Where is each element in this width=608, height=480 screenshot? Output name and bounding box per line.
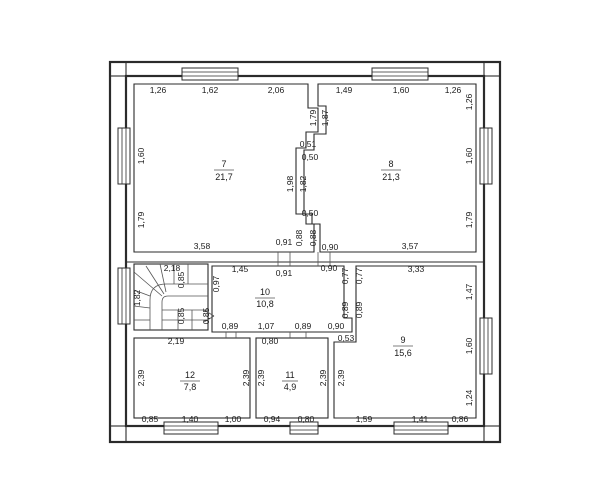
window-right [479, 127, 493, 185]
room-11-label: 11 4,9 [282, 370, 298, 392]
interior-walls [126, 83, 484, 419]
room-10-label: 10 10,8 [255, 287, 275, 309]
dim-label: 1,00 [225, 414, 242, 424]
dim-label: 0,85 [142, 414, 159, 424]
window-left [117, 127, 131, 185]
room-12-label: 12 7,8 [180, 370, 200, 392]
dim-label: 0,50 [302, 152, 319, 162]
dim-label: 0,80 [262, 336, 279, 346]
room-12-area: 7,8 [184, 382, 197, 392]
dim-label: 0,88 [308, 229, 318, 246]
dim-label: 1,40 [182, 414, 199, 424]
room-7-label: 7 21,7 [214, 159, 234, 182]
dimension-labels: 1,26 1,62 2,06 1,60 1,79 3,58 1,49 1,60 … [132, 85, 474, 424]
dim-label: 0,90 [321, 263, 338, 273]
dim-label: 0,77 [354, 267, 364, 284]
dim-label: 2,39 [136, 369, 146, 386]
dim-label: 0,90 [328, 321, 345, 331]
room-8-label: 8 21,3 [381, 159, 401, 182]
window-bottom-left [163, 421, 219, 435]
room-labels: 7 21,7 8 21,3 9 15,6 10 10,8 11 4,9 12 7… [180, 159, 413, 392]
dim-label: 2,39 [241, 369, 251, 386]
dim-label: 0,89 [295, 321, 312, 331]
dim-label: 0,50 [302, 208, 319, 218]
window-top-right [371, 67, 429, 81]
dim-label: 0,97 [211, 275, 221, 292]
room-8-number: 8 [388, 159, 393, 169]
dim-label: 3,57 [402, 241, 419, 251]
dim-label: 0,85 [176, 307, 186, 324]
dim-label: 1,60 [393, 85, 410, 95]
room-8-area: 21,3 [382, 172, 400, 182]
dim-label: 1,60 [464, 337, 474, 354]
dim-label: 1,82 [298, 175, 308, 192]
room-10-area: 10,8 [256, 299, 274, 309]
dim-label: 0,89 [340, 301, 350, 318]
dim-label: 0,86 [452, 414, 469, 424]
window-bottom-right [393, 421, 449, 435]
dim-label: 1,79 [136, 211, 146, 228]
dim-label: 1,59 [356, 414, 373, 424]
room-12-number: 12 [185, 370, 195, 380]
room-9-number: 9 [400, 335, 405, 345]
room-7-area: 21,7 [215, 172, 233, 182]
window-right-lower [479, 317, 493, 375]
dim-label: 2,06 [268, 85, 285, 95]
window-left-stair [117, 267, 131, 325]
dim-label: 1,79 [464, 211, 474, 228]
dim-label: 2,39 [336, 369, 346, 386]
room-9-area: 15,6 [394, 348, 412, 358]
window-top-left [181, 67, 239, 81]
dim-label: 0,90 [322, 242, 339, 252]
dim-label: 1,79 [308, 109, 318, 126]
staircase [133, 263, 215, 330]
dim-label: 0,53 [338, 333, 355, 343]
dim-label: 1,98 [285, 175, 295, 192]
dim-label: 2,39 [318, 369, 328, 386]
dim-label: 1,26 [445, 85, 462, 95]
dim-label: 1,47 [464, 283, 474, 300]
dim-label: 3,58 [194, 241, 211, 251]
room-11-area: 4,9 [284, 382, 297, 392]
room-11-number: 11 [285, 370, 294, 380]
dim-label: 2,39 [256, 369, 266, 386]
dim-label: 0,91 [276, 237, 293, 247]
room-7-number: 7 [221, 159, 226, 169]
dim-label: 1,49 [336, 85, 353, 95]
dim-label: 0,88 [294, 229, 304, 246]
dim-label: 0,77 [340, 267, 350, 284]
dim-label: 3,33 [408, 264, 425, 274]
dim-label: 1,07 [258, 321, 275, 331]
dim-label: 1,60 [464, 147, 474, 164]
dim-label: 1,62 [202, 85, 219, 95]
dim-label: 0,89 [222, 321, 239, 331]
room-9-label: 9 15,6 [393, 335, 413, 358]
dim-label: 1,24 [464, 389, 474, 406]
dim-label: 1,26 [150, 85, 167, 95]
dim-label: 0,85 [201, 307, 211, 324]
dim-label: 0,80 [298, 414, 315, 424]
dim-label: 2,19 [168, 336, 185, 346]
room-10-number: 10 [260, 287, 270, 297]
dim-label: 1,41 [412, 414, 429, 424]
dim-label: 1,82 [132, 289, 142, 306]
dim-label: 0,51 [300, 139, 317, 149]
dim-label: 0,91 [276, 268, 293, 278]
dim-label: 0,94 [264, 414, 281, 424]
dim-label: 1,87 [320, 109, 330, 126]
dim-label: 1,60 [136, 147, 146, 164]
dim-label: 2,18 [164, 263, 181, 273]
dim-label: 1,45 [232, 264, 249, 274]
windows [117, 67, 493, 435]
dim-label: 0,89 [354, 301, 364, 318]
window-bottom-mid [289, 421, 319, 435]
dim-label: 0,85 [176, 271, 186, 288]
dim-label: 1,26 [464, 93, 474, 110]
